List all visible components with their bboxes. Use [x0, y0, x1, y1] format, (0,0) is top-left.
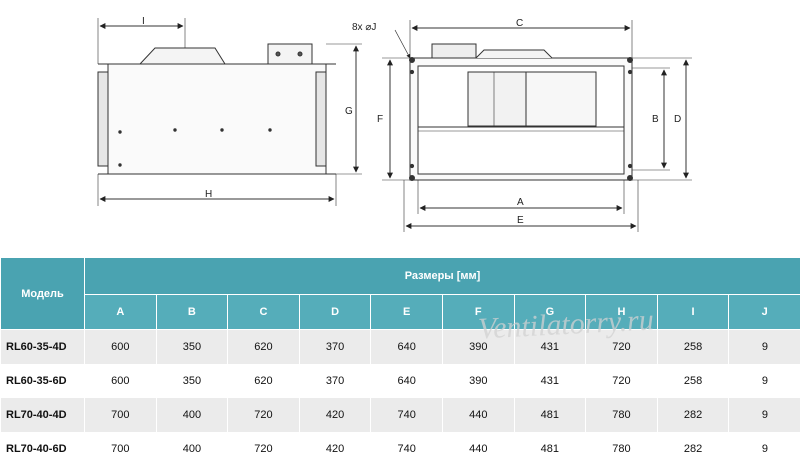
- table-row: RL70-40-4D 700 400 720 420 740 440 481 7…: [0, 398, 800, 432]
- value-cell: 370: [298, 329, 371, 364]
- value-cell: 600: [84, 329, 157, 364]
- model-cell: RL70-40-6D: [0, 432, 85, 466]
- dim-label-c: C: [516, 18, 523, 29]
- value-cell: 9: [728, 329, 800, 364]
- value-cell: 640: [370, 364, 443, 398]
- dim-label-h: H: [205, 189, 212, 200]
- value-cell: 620: [227, 364, 300, 398]
- value-cell: 720: [585, 364, 658, 398]
- value-cell: 740: [370, 398, 443, 432]
- column-header-f: F: [441, 294, 515, 330]
- value-cell: 390: [441, 364, 515, 398]
- value-cell: 9: [728, 364, 800, 398]
- model-cell: RL70-40-4D: [0, 398, 85, 432]
- value-cell: 740: [370, 432, 443, 466]
- model-column-header: Модель: [0, 257, 85, 330]
- value-cell: 700: [84, 432, 157, 466]
- column-header-i: I: [656, 294, 730, 330]
- value-cell: 400: [155, 398, 228, 432]
- value-cell: 258: [656, 329, 729, 364]
- table-row: RL60-35-6D 600 350 620 370 640 390 431 7…: [0, 364, 800, 398]
- value-cell: 420: [298, 432, 371, 466]
- value-cell: 600: [84, 364, 157, 398]
- value-cell: 390: [441, 329, 515, 364]
- value-cell: 370: [298, 364, 371, 398]
- value-cell: 400: [155, 432, 228, 466]
- dim-label-holes: 8x ⌀J: [352, 22, 376, 33]
- table-header-row-columns: A B C D E F G H I J: [1, 294, 800, 330]
- side-view-drawing: [97, 18, 362, 206]
- value-cell: 350: [155, 329, 228, 364]
- dim-label-e: E: [517, 215, 524, 226]
- dim-label-a: A: [517, 197, 524, 208]
- value-cell: 282: [656, 398, 729, 432]
- value-cell: 440: [441, 432, 515, 466]
- table-header-row-top: Модель Размеры [мм]: [0, 257, 800, 330]
- value-cell: 700: [84, 398, 157, 432]
- value-cell: 9: [728, 398, 800, 432]
- value-cell: 350: [155, 364, 228, 398]
- column-header-a: A: [84, 294, 157, 330]
- value-cell: 720: [227, 398, 300, 432]
- value-cell: 640: [370, 329, 443, 364]
- value-cell: 420: [298, 398, 371, 432]
- value-cell: 481: [513, 398, 586, 432]
- value-cell: 780: [585, 398, 658, 432]
- dim-label-d: D: [674, 114, 681, 125]
- column-header-d: D: [298, 294, 372, 330]
- technical-drawings: I H G: [97, 16, 692, 232]
- dim-label-b: B: [652, 114, 659, 125]
- value-cell: 481: [513, 432, 586, 466]
- value-cell: 720: [585, 329, 658, 364]
- value-cell: 282: [656, 432, 729, 466]
- column-header-e: E: [370, 294, 443, 330]
- column-header-g: G: [513, 294, 587, 330]
- dim-label-f: F: [377, 114, 383, 125]
- table-row: RL70-40-6D 700 400 720 420 740 440 481 7…: [0, 432, 800, 466]
- value-cell: 9: [728, 432, 800, 466]
- dimensions-table: Модель Размеры [мм] A B C D E F G H I J …: [0, 257, 800, 466]
- dim-label-i: I: [142, 16, 145, 27]
- column-header-c: C: [227, 294, 300, 330]
- front-view-drawing: [382, 20, 692, 232]
- drawing-canvas: I H G: [97, 16, 692, 232]
- column-header-j: J: [728, 294, 800, 330]
- column-header-b: B: [155, 294, 229, 330]
- value-cell: 720: [227, 432, 300, 466]
- model-cell: RL60-35-4D: [0, 329, 85, 364]
- value-cell: 431: [513, 329, 586, 364]
- dim-label-g: G: [345, 106, 353, 117]
- column-header-h: H: [585, 294, 658, 330]
- value-cell: 258: [656, 364, 729, 398]
- value-cell: 780: [585, 432, 658, 466]
- value-cell: 440: [441, 398, 515, 432]
- value-cell: 431: [513, 364, 586, 398]
- dimensions-group-header: Размеры [мм]: [83, 257, 800, 295]
- value-cell: 620: [227, 329, 300, 364]
- table-row: RL60-35-4D 600 350 620 370 640 390 431 7…: [0, 329, 800, 364]
- model-cell: RL60-35-6D: [0, 364, 85, 398]
